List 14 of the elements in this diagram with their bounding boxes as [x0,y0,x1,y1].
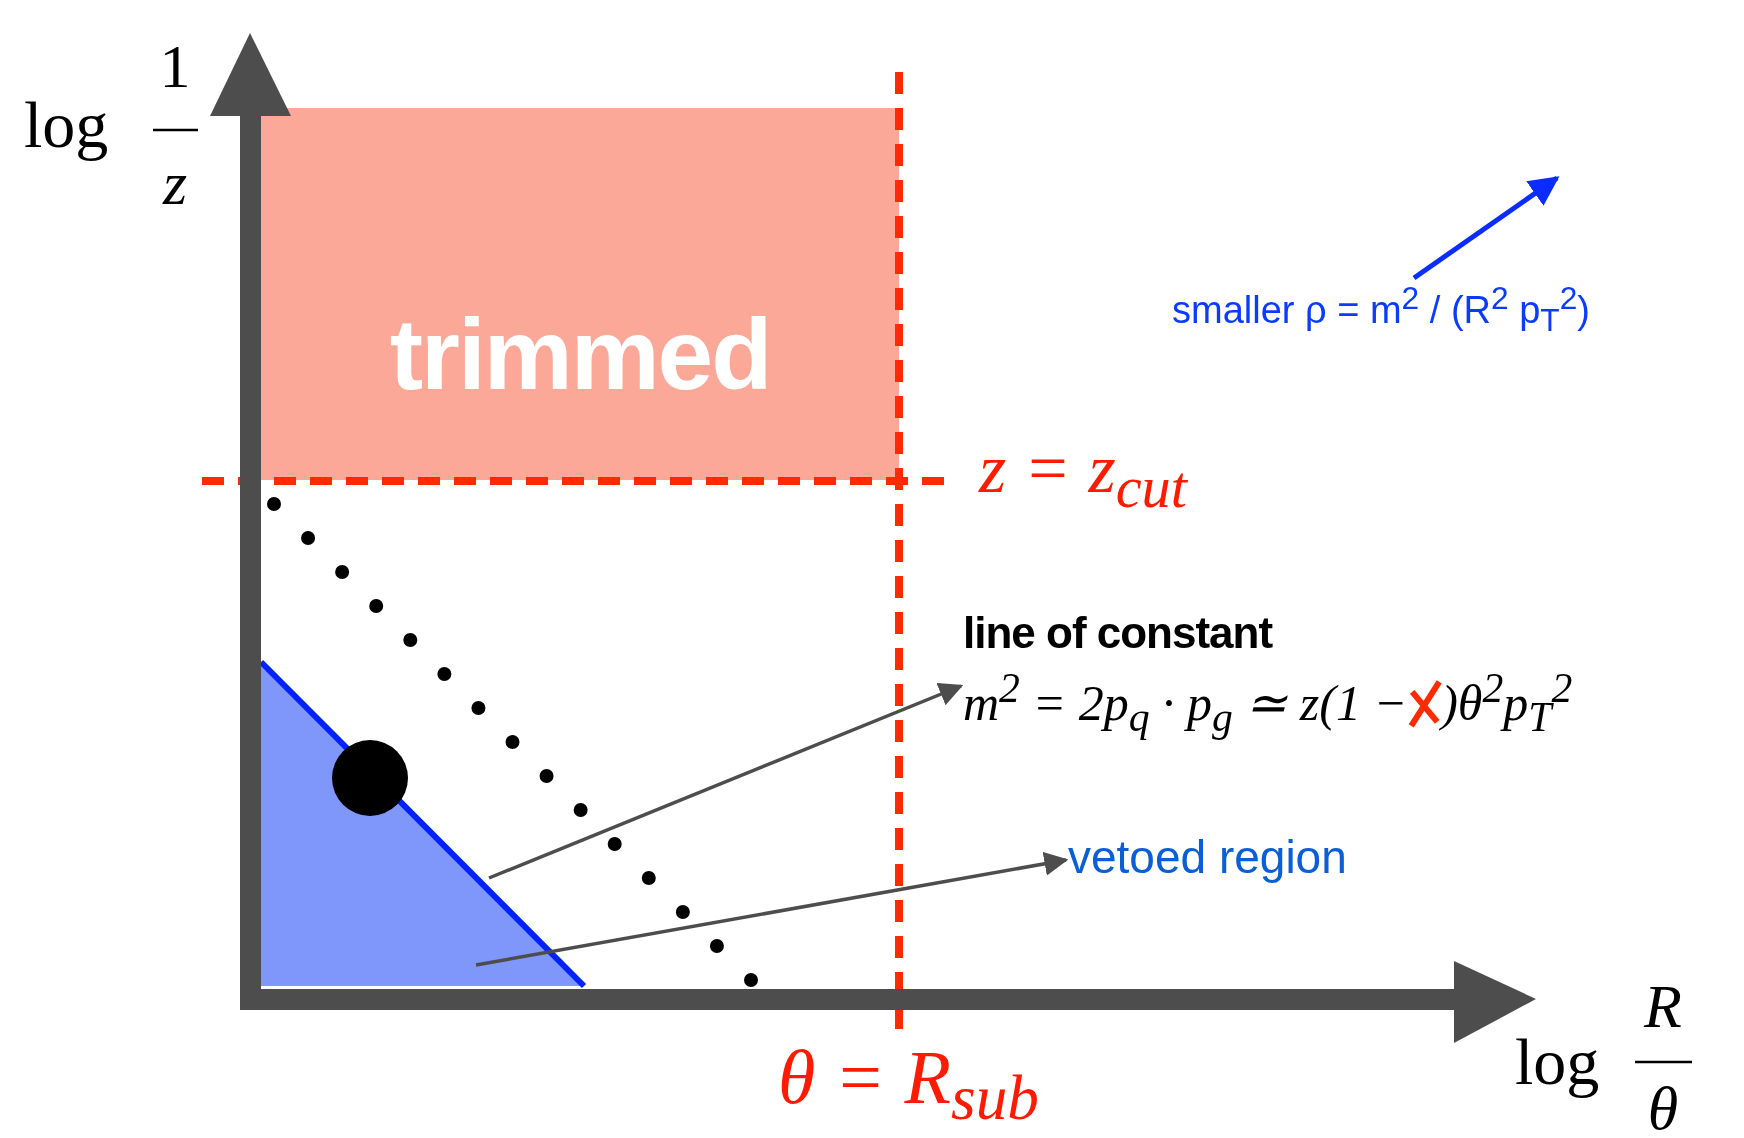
axis-label: θ [1647,1077,1679,1138]
axis-label: 1 [159,35,191,97]
region-label: trimmed [389,296,771,412]
cut-label: z = z$_{cut}$ [979,434,1187,518]
axis-label: z [162,152,188,214]
cut-label: θ = R$_{sub}$ [778,1039,1040,1131]
axis-label: R [1644,975,1682,1037]
annotation-label: vetoed region [1068,831,1347,883]
leader-arrow [475,851,1069,967]
trimmed-region [261,108,899,480]
leader-arrow [488,683,964,880]
annotation-label: smaller ρ = m$^{2}$ / (R$^{2}$ p$_{T}$$^{2}$) [1172,283,1590,337]
formula: m$^{2}$ = 2p$_{q}$ · p$_{g}$ ≃ z(1 − [963,664,1408,741]
annotation-heading: line of constant [963,608,1273,658]
